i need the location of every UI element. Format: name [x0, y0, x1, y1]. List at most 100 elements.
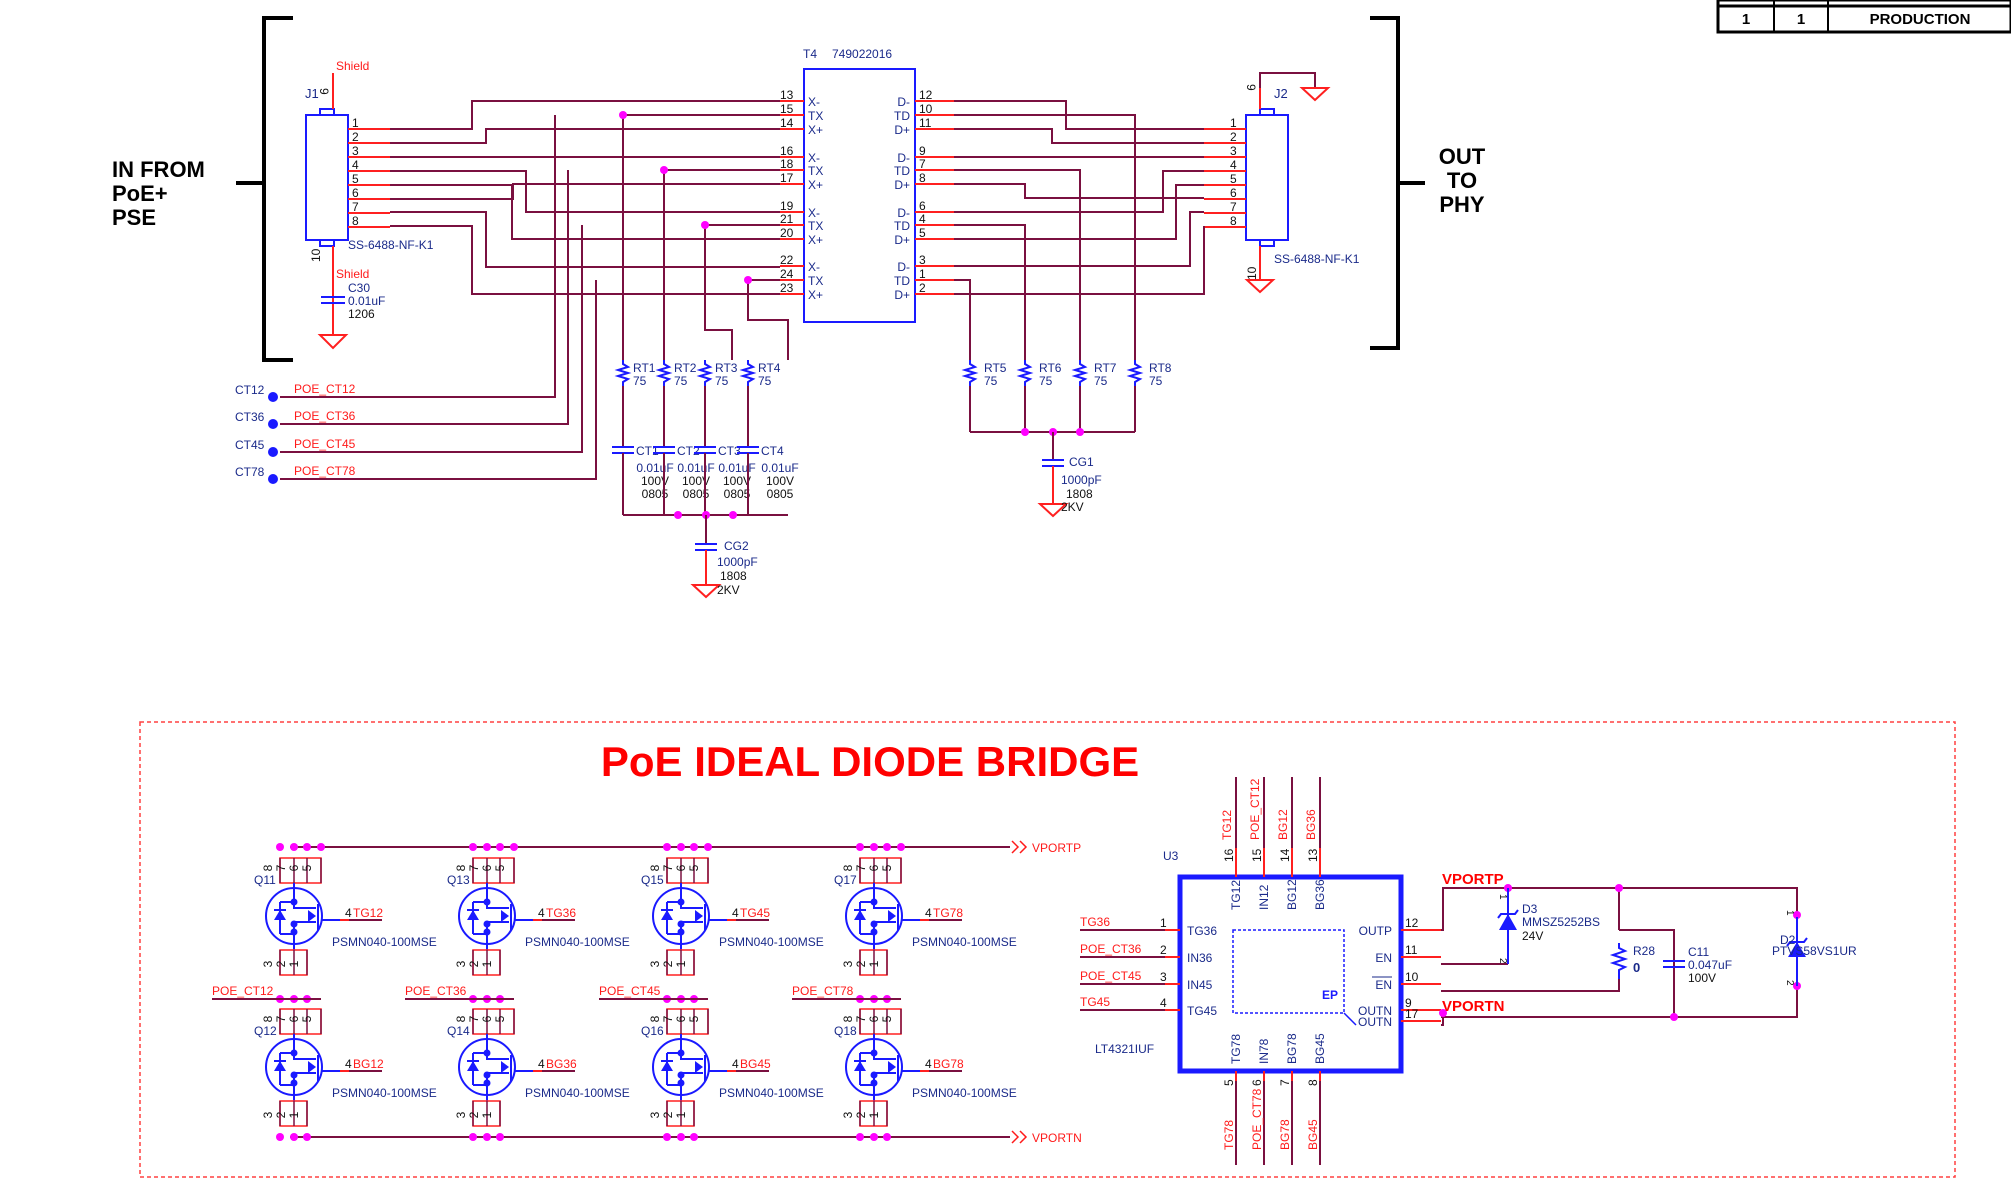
- cg1-ref: CG1: [1069, 455, 1094, 469]
- ct-cap-volt: 100V: [682, 474, 710, 488]
- j1-connector[interactable]: J1 9 10 Shield Shield SS-6488-NF-K1: [305, 59, 434, 335]
- u3-pin-number: 14: [1278, 848, 1292, 862]
- mosfet-gate-net: TG45: [740, 906, 770, 920]
- title-block-status: PRODUCTION: [1870, 11, 1971, 28]
- u3-pin-name: TG78: [1229, 1034, 1243, 1064]
- mosfet-gate-pin: 4: [538, 1057, 545, 1071]
- junction: [1021, 428, 1029, 436]
- ct-cap-pkg: 0805: [724, 487, 751, 501]
- t4-pin-label: TD: [894, 164, 910, 178]
- d3-volt: 24V: [1522, 929, 1543, 943]
- mosfet-drain-pin: 7: [274, 864, 288, 871]
- junction: [663, 843, 671, 851]
- j2-ref: J2: [1274, 86, 1288, 101]
- rt-value: 75: [758, 374, 772, 388]
- t4-pin-label: X-: [808, 151, 820, 165]
- left-label-line1: IN FROM: [112, 157, 205, 182]
- j2-connector[interactable]: J2 9 10 SS-6488-NF-K1: [1244, 72, 1360, 294]
- mosfet-source-pin: 1: [674, 960, 688, 967]
- t4-pin-label: TX: [808, 219, 823, 233]
- d3-zener[interactable]: 1 2 D3 MMSZ5252BS 24V: [1497, 888, 1600, 964]
- mosfet-gate-net: TG12: [353, 906, 383, 920]
- j1-pin-1: 1: [352, 116, 359, 130]
- u3-ic[interactable]: EP U3 LT4321IUF: [1095, 849, 1404, 1074]
- t4-pin-23: 23: [780, 281, 794, 295]
- mosfet-ref: Q14: [447, 1024, 470, 1038]
- rt-ref: RT4: [758, 361, 781, 375]
- d2-tvs[interactable]: 1 2 D2 PTVS58VS1UR: [1772, 910, 1857, 986]
- junction: [870, 843, 878, 851]
- mosfet-ref: Q18: [834, 1024, 857, 1038]
- junction: [660, 166, 668, 174]
- mosfet-part: PSMN040-100MSE: [525, 935, 630, 949]
- mosfet-source-pin: 3: [648, 1111, 662, 1118]
- junction: [1439, 1009, 1447, 1017]
- mosfet-ref: Q17: [834, 873, 857, 887]
- ct-cap-value: 0.01uF: [761, 461, 798, 475]
- mosfet-drain-pin: 8: [841, 1015, 855, 1022]
- cg2-pkg: 1808: [720, 569, 747, 583]
- j2-part: SS-6488-NF-K1: [1274, 252, 1360, 266]
- u3-pin-number: 2: [1160, 943, 1167, 957]
- port-connector-icon: [268, 447, 278, 457]
- r28-ref: R28: [1633, 944, 1655, 958]
- u3-pin-number: 16: [1222, 848, 1236, 862]
- mosfet-drain-pin: 8: [454, 864, 468, 871]
- mosfet-source-pin: 3: [841, 1111, 855, 1118]
- ct-cap-volt: 100V: [641, 474, 669, 488]
- ct-cap-value: 0.01uF: [718, 461, 755, 475]
- junction: [317, 843, 325, 851]
- ct-net-label: POE_CT36: [294, 409, 356, 423]
- junction: [483, 843, 491, 851]
- junction: [1615, 884, 1623, 892]
- title-block-col2: 1: [1797, 11, 1805, 28]
- right-label-line1: OUT: [1439, 144, 1486, 169]
- t4-pin-8: 8: [919, 171, 926, 185]
- ct-cap-ref: CT4: [761, 444, 784, 458]
- c11-capacitor[interactable]: C11 0.047uF 100V: [1663, 945, 1732, 985]
- mosfet-part: PSMN040-100MSE: [719, 935, 824, 949]
- r28-resistor[interactable]: R28 0: [1609, 943, 1655, 979]
- junction: [856, 843, 864, 851]
- u3-pin-number: 6: [1250, 1079, 1264, 1086]
- junction: [303, 843, 311, 851]
- d2-pin2: 2: [1784, 980, 1795, 986]
- t4-pin-label: D-: [897, 95, 910, 109]
- junction: [677, 843, 685, 851]
- u3-pin-number: 7: [1278, 1079, 1292, 1086]
- junction: [290, 1133, 298, 1141]
- mosfet-source-pin: 3: [454, 960, 468, 967]
- c30-capacitor[interactable]: C30 0.01uF 1206: [317, 281, 385, 350]
- t4-transformer[interactable]: T4 749022016: [803, 47, 916, 323]
- j2-pin-9: 9: [1244, 84, 1258, 91]
- u3-pin-name: OUTP: [1359, 924, 1392, 938]
- rt-value: 75: [1039, 374, 1053, 388]
- resistor-icon: [696, 360, 714, 386]
- t4-pin-label: TD: [894, 219, 910, 233]
- u3-pin-number: 12: [1405, 916, 1419, 930]
